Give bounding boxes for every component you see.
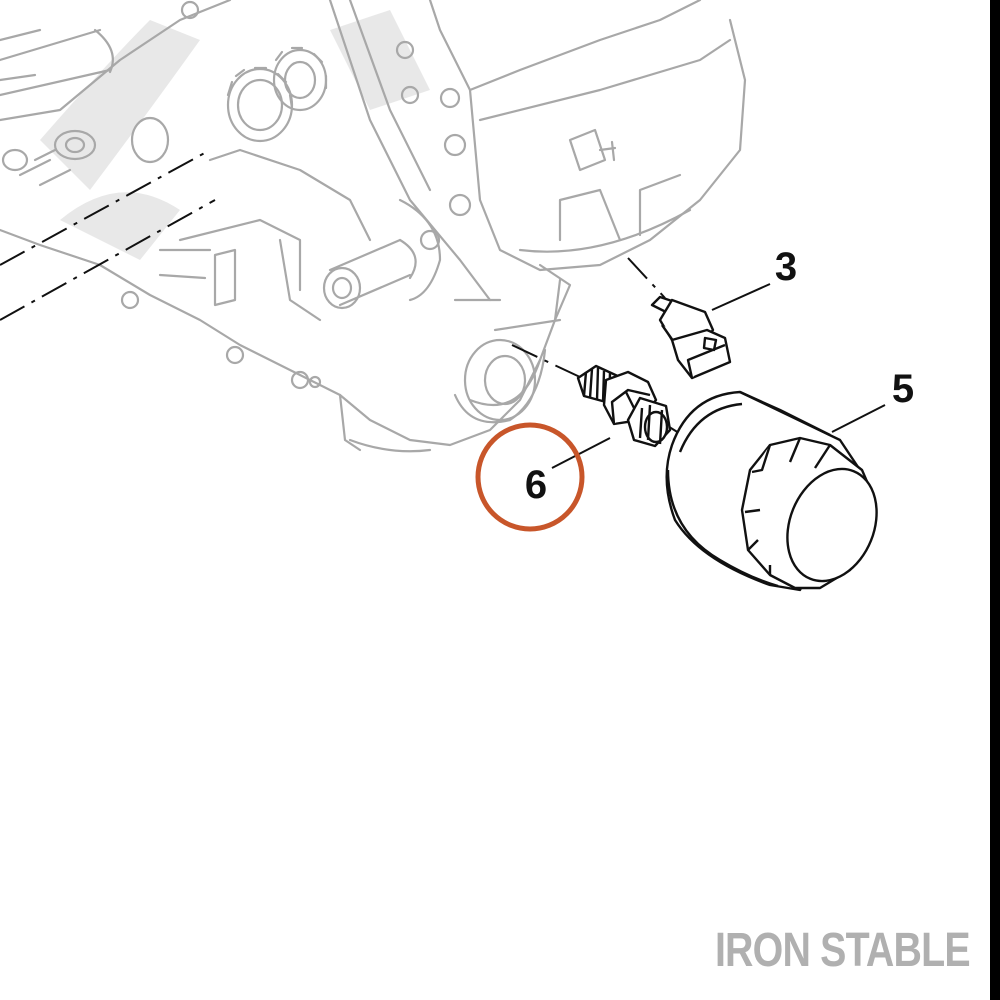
engine-crankcase	[0, 0, 747, 453]
callout-6-highlight-ring	[475, 422, 585, 532]
oil-filter	[665, 390, 878, 592]
callout-5-label: 5	[892, 367, 914, 411]
callout-6-label: 6	[525, 463, 547, 507]
oil-pressure-sender	[650, 295, 732, 380]
callout-3-label: 3	[775, 245, 797, 289]
watermark	[40, 10, 430, 260]
brand-logo-text: IRON STABLE	[715, 924, 971, 977]
leader-lines	[551, 283, 886, 469]
right-edge-bar	[990, 0, 1000, 1000]
filter-adapter-nipple	[576, 364, 672, 448]
